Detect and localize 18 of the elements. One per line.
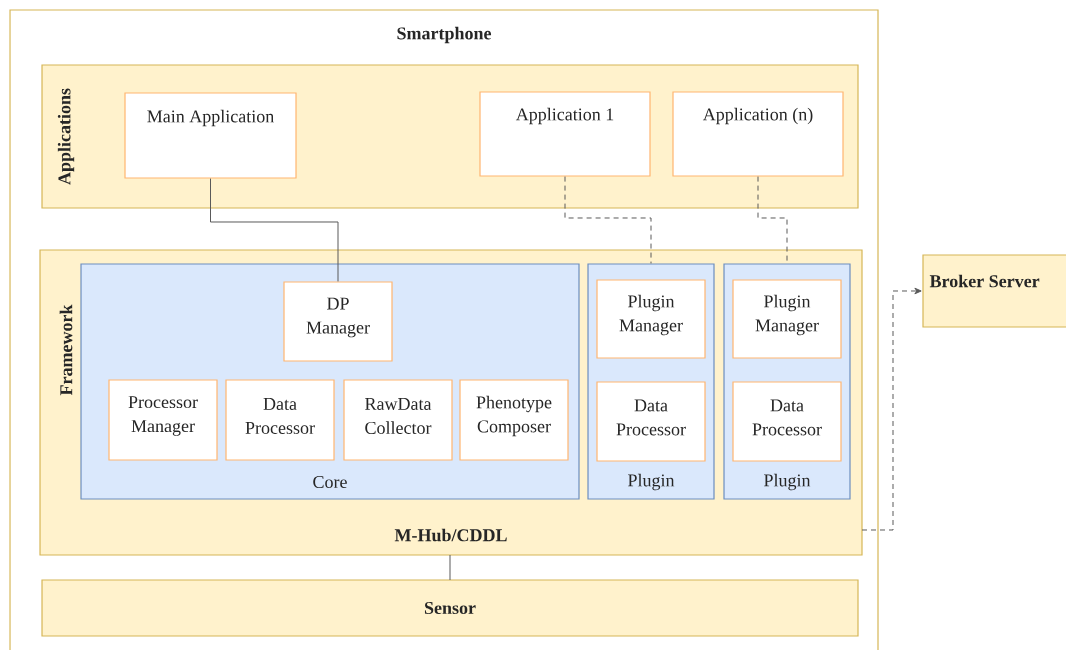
- layer-band: Sensor: [41, 579, 859, 637]
- server-box: Broker Server: [922, 254, 1066, 328]
- component-box: Application 1: [479, 91, 651, 177]
- component-box: Plugin Manager: [596, 279, 706, 359]
- component-box: Processor Manager: [108, 379, 218, 461]
- component-box: Data Processor: [596, 381, 706, 462]
- connector: [564, 176, 652, 264]
- component-box: Plugin Manager: [732, 279, 842, 359]
- connector: [210, 178, 339, 282]
- component-box: Application (n): [672, 91, 844, 177]
- component-box: Data Processor: [225, 379, 335, 461]
- connector: [861, 287, 922, 531]
- component-box: Data Processor: [732, 381, 842, 462]
- component-box: DP Manager: [283, 281, 393, 362]
- connector: [449, 554, 451, 581]
- component-box: RawData Collector: [343, 379, 453, 461]
- component-box: Main Application: [124, 92, 297, 179]
- component-box: Phenotype Composer: [459, 379, 569, 461]
